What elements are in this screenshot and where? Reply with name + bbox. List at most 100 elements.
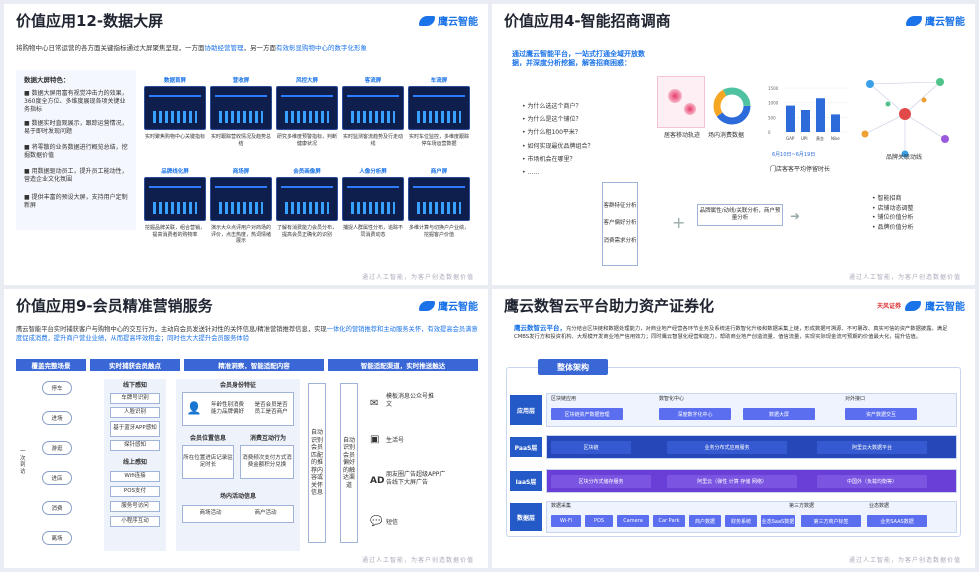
paas-chip: 业务分布式应用服务 xyxy=(667,441,787,454)
app-row: 区块链应用 区块链资产数据管理 数智化中心 深度数字化中心 数据大屏 对外接口 … xyxy=(546,393,957,427)
app-chip: 区块链资产数据管理 xyxy=(551,408,623,420)
brand-logo: 鹰云智能 xyxy=(419,298,478,313)
feature-3: ■ 将零散的业务数据进行概览总结，挖掘数据价值 xyxy=(24,144,128,160)
question-list: • 为什么选这个商户？ • 为什么是这个铺位？ • 为什么租100平米？ • 如… xyxy=(522,100,593,179)
screen-thumb xyxy=(342,177,404,221)
analysis-column: 客群特征分析 客户偏好分析 消费需求分析 xyxy=(602,182,638,266)
result-item: • 店铺动态调整 xyxy=(872,204,914,212)
paas-row: 区块链 业务分布式应用服务 阿里云大数据平台 xyxy=(546,435,957,459)
intro-text: 通过鹰云智能平台，一站式打通全域开放数据，并深度分析挖掘，解答招商困惑： xyxy=(512,50,645,68)
feature-4: ■ 用数据驱动员工，提升员工能动性，营造企业文化氛围 xyxy=(24,168,128,184)
iaas-chip: 中国外（负载均衡等） xyxy=(817,475,927,488)
paas-chip: 阿里云大数据平台 xyxy=(817,441,927,454)
band-channel: 智能适配渠道，实时推送触达 xyxy=(328,359,478,371)
bird-icon xyxy=(905,300,921,311)
bar-label: 黄金 xyxy=(816,135,824,141)
brand-analysis-box: 品牌属性/动线/关联分析，商户预量分析 xyxy=(697,204,783,226)
touch-item: POS支付 xyxy=(110,486,160,497)
screen-caption: 捕捉人群属性分布，追踪不同消费动态 xyxy=(342,225,403,238)
bar xyxy=(816,98,825,132)
scene-item: 停车 xyxy=(42,381,72,395)
iaas-chip: 区块分布式储存服务 xyxy=(551,475,651,488)
touch-item: 基于蓝牙APP感知 xyxy=(110,421,160,437)
app-chip: 资产数据交互 xyxy=(845,408,917,420)
visit-label: 一次到访 xyxy=(20,449,26,475)
band-scene: 覆盖完整场景 xyxy=(16,359,86,371)
result-item: • 品牌价值分析 xyxy=(872,223,914,231)
data-chip: POS xyxy=(585,515,613,527)
touch-item: 探针感知 xyxy=(110,440,160,451)
screen-caption: 研究多维度预警指标，判断健康状况 xyxy=(276,134,337,147)
bar-label: UPI xyxy=(801,136,808,141)
iaas-chip: 阿里云（弹性 计算 存储 网络） xyxy=(667,475,797,488)
dwell-label: 门店客客平均停留时长 xyxy=(770,166,831,173)
touch-item: 小程序互动 xyxy=(110,516,160,527)
channel-item: 短信 xyxy=(386,519,399,526)
offline-title: 线上感知 xyxy=(122,459,147,466)
data-chip: Camera xyxy=(617,515,649,527)
date-range: 6月10日~6月19日 xyxy=(772,152,816,158)
consume-label: 场内消费数据 xyxy=(708,132,745,139)
bar-label: Nike xyxy=(831,136,840,141)
bar xyxy=(801,110,810,132)
touch-item: Wifi连接 xyxy=(110,471,160,482)
layer-data: 数据层 xyxy=(510,503,542,531)
intro-text: 鹰云数智云平台，充分结合区块链和数据处理能力，对商业地产经营各环节业务及系统进行… xyxy=(514,324,948,341)
screen-caption: 实时车位监控，多维度跟踪停车场运营数据 xyxy=(408,134,469,147)
behavior-box: 消费频次支付方式消费金额积分兑换 xyxy=(240,445,294,479)
data-chip: Car Park xyxy=(653,515,685,527)
touch-item: 人脸识别 xyxy=(110,407,160,418)
features-title: 数据大屏特色： xyxy=(24,76,70,84)
channel-item: 生活号 xyxy=(386,437,405,444)
tick-label: 1500 xyxy=(768,86,779,91)
touch-item: 车牌号识别 xyxy=(110,393,160,404)
member-title: 会员身份特征 xyxy=(219,382,256,389)
screen-title: 会员画像屏 xyxy=(293,169,321,175)
bar-label: GAP xyxy=(786,136,795,141)
plus-icon: + xyxy=(672,213,686,232)
user-icon: 👤 xyxy=(186,401,202,416)
scene-item: 离场 xyxy=(42,531,72,545)
scene-item: 消费 xyxy=(42,501,72,515)
tick-label: 500 xyxy=(768,115,776,120)
footer-slogan: 通过人工智能，为客户创造数据价值 xyxy=(361,557,474,564)
screen-caption: 实时聚焦购物中心关键指标 xyxy=(144,134,205,140)
band-touch: 实时捕获会员触点 xyxy=(90,359,180,371)
data-chip: 商户数据 xyxy=(689,515,721,527)
screen-thumb xyxy=(210,177,272,221)
arch-title: 整体架构 xyxy=(538,359,608,375)
layer-iaas: IaaS层 xyxy=(510,471,542,491)
screen-title: 人像分析屏 xyxy=(359,169,387,175)
footer-slogan: 通过人工智能，为客户创造数据价值 xyxy=(361,274,474,281)
intro-text: 鹰云智能平台实时捕获客户与购物中心的交互行为，主动向会员发送针对性的关怀信息/精… xyxy=(16,326,478,343)
sms-icon: 💬 xyxy=(370,516,383,527)
iaas-row: 区块分布式储存服务 阿里云（弹性 计算 存储 网络） 中国外（负载均衡等） xyxy=(546,469,957,493)
footer-slogan: 通过人工智能，为客户创造数据价值 xyxy=(848,274,961,281)
slide-title: 价值应用4-智能招商调商 xyxy=(504,12,671,30)
slide-title: 价值应用9-会员精准营销服务 xyxy=(16,297,213,315)
data-chip: 财务系统 xyxy=(725,515,757,527)
tick-label: 1000 xyxy=(768,101,779,106)
slide-title: 价值应用12-数据大屏 xyxy=(16,12,164,30)
feature-5: ■ 提供丰富的预设大屏，支持用户定制新屏 xyxy=(24,194,128,210)
channel-item: 朋友圈广告超级APP广告线下大屏广告 xyxy=(386,471,446,487)
question-item: • 市场机会在哪里？ xyxy=(522,155,576,163)
position-title: 会员位置信息 xyxy=(189,435,226,442)
screen-thumb xyxy=(408,86,470,130)
feature-2: ■ 数据实时直观展示，跟踪运营情况，易于即时发现问题 xyxy=(24,120,128,136)
data-chip: 业务SAAS数据 xyxy=(867,515,927,527)
screen-title: 商户屏 xyxy=(430,169,448,175)
message-icon: ✉ xyxy=(370,398,379,409)
screen-caption: 多维计算与切换户户业绩，挖掘客户价值 xyxy=(408,225,469,238)
data-chip: 第三方商户标签 xyxy=(801,515,861,527)
bar xyxy=(831,114,840,132)
screen-title: 数据首屏 xyxy=(163,78,186,84)
screen-thumb xyxy=(210,86,272,130)
brand-logos: 天风证券 鹰云智能 xyxy=(876,300,965,313)
app-chip: 数据大屏 xyxy=(743,408,815,420)
data-row: 数据采集 第三方数据 业态数据 Wi-Fi POS Camera Car Par… xyxy=(546,501,957,533)
touch-item: 服务号访问 xyxy=(110,501,160,512)
layer-app: 应用层 xyxy=(510,395,542,425)
event-title: 场内活动信息 xyxy=(219,493,256,500)
